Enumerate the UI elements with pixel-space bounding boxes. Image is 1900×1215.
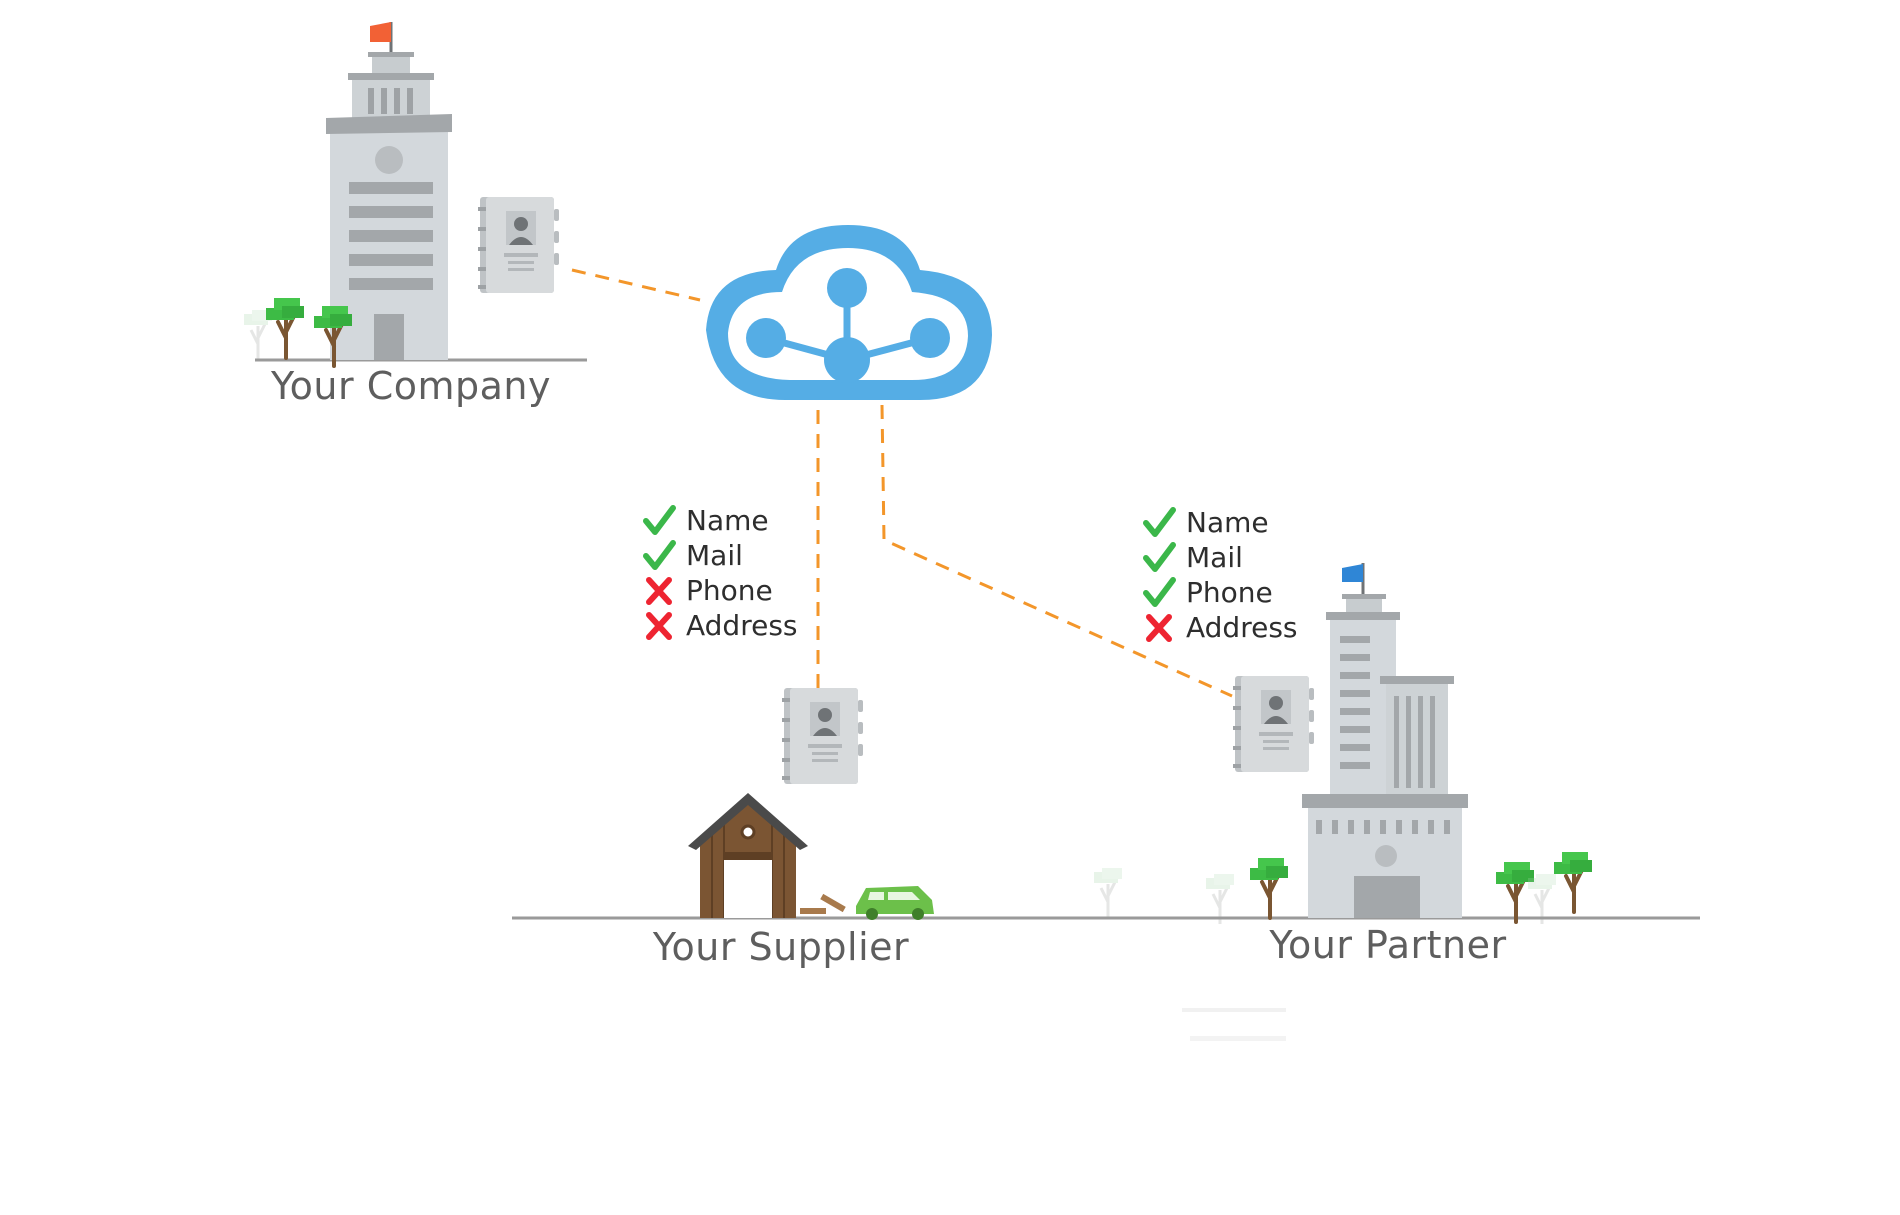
flag-icon xyxy=(370,22,391,42)
permission-item: Phone xyxy=(1142,575,1298,610)
car-icon xyxy=(856,886,934,920)
permission-item: Mail xyxy=(642,538,798,573)
connector-company xyxy=(571,268,701,302)
connector-lines xyxy=(571,268,1233,698)
permission-field-label: Address xyxy=(1186,611,1298,644)
permission-field-label: Name xyxy=(1186,506,1269,539)
permission-field-label: Phone xyxy=(686,574,773,607)
check-icon xyxy=(1143,576,1176,607)
check-icon xyxy=(643,504,676,535)
faded-decoration xyxy=(1182,1008,1286,1012)
partner-label: Your Partner xyxy=(1268,923,1506,967)
permission-item: Address xyxy=(642,608,798,643)
supplier-site: Your Supplier xyxy=(512,688,1700,969)
company-label: Your Company xyxy=(270,364,551,408)
permission-item: Name xyxy=(642,503,798,538)
office-complex-icon xyxy=(1302,563,1468,918)
permission-field-label: Address xyxy=(686,609,798,642)
connector-partner xyxy=(880,404,1233,698)
partner-site: Your Partner xyxy=(1092,563,1594,1041)
permission-field-label: Mail xyxy=(686,539,743,572)
address-book-icon xyxy=(478,197,559,293)
permission-item: Phone xyxy=(642,573,798,608)
cross-icon xyxy=(1146,613,1172,642)
faded-decoration xyxy=(1190,1036,1286,1041)
cross-icon xyxy=(646,576,672,605)
check-icon xyxy=(643,539,676,570)
permission-field-label: Name xyxy=(686,504,769,537)
barn-icon xyxy=(688,793,846,918)
address-book-icon xyxy=(782,688,863,784)
address-book-icon xyxy=(1233,676,1314,772)
flag-icon xyxy=(1342,564,1363,582)
cross-icon xyxy=(646,611,672,640)
permission-field-label: Mail xyxy=(1186,541,1243,574)
company-site: Your Company xyxy=(242,22,587,408)
permission-item: Name xyxy=(1142,505,1298,540)
supplier-label: Your Supplier xyxy=(652,925,909,969)
cloud-network-icon xyxy=(706,225,992,400)
check-icon xyxy=(1143,506,1176,537)
permission-field-label: Phone xyxy=(1186,576,1273,609)
permission-item: Address xyxy=(1142,610,1298,645)
check-icon xyxy=(1143,541,1176,572)
permission-item: Mail xyxy=(1142,540,1298,575)
